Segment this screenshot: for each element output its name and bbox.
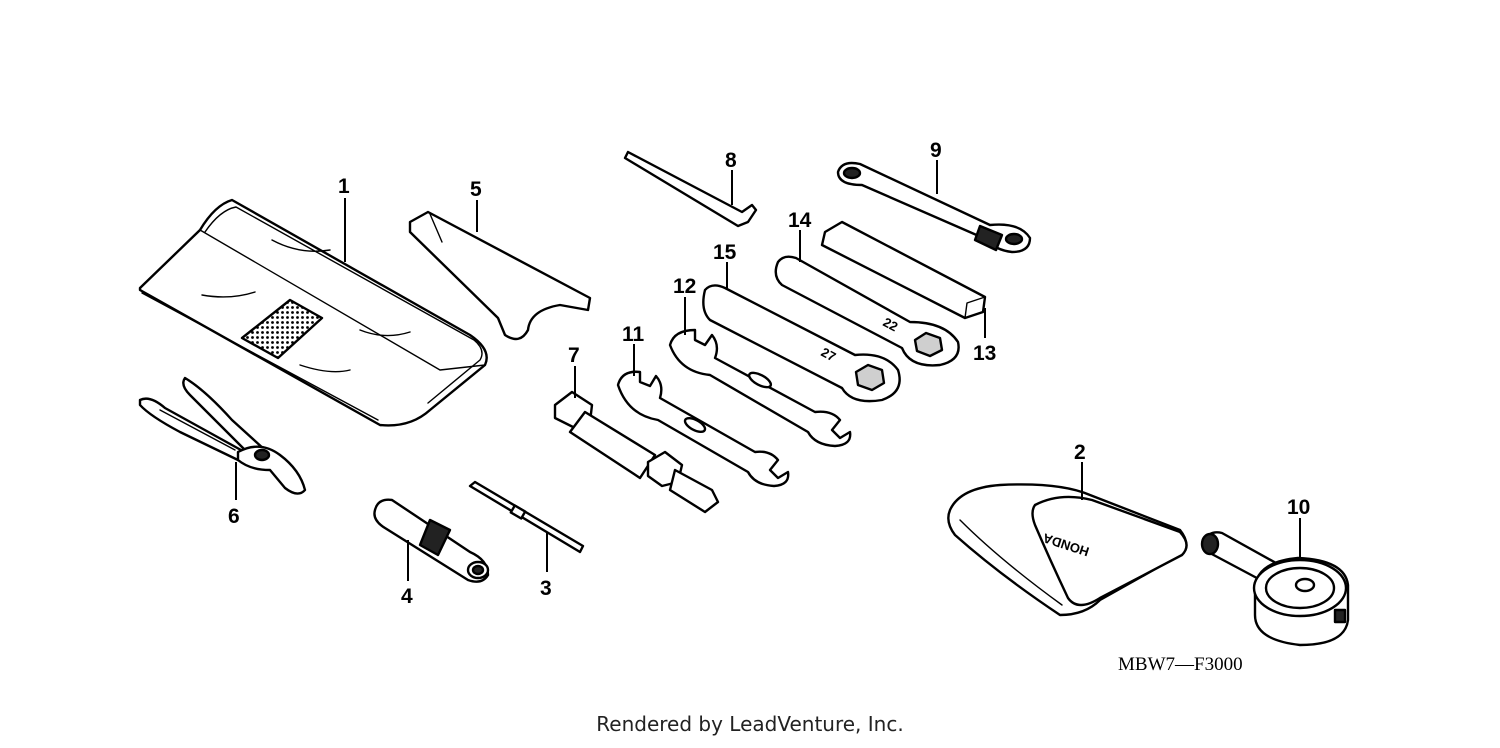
open-wrench-10x14[interactable] (668, 328, 852, 448)
pressure-gauge[interactable] (1200, 531, 1350, 647)
pliers[interactable] (138, 376, 307, 495)
hex-key[interactable] (623, 150, 758, 228)
leader-lines (235, 160, 1301, 581)
callout-10: 10 (1287, 496, 1310, 519)
callout-7: 7 (568, 344, 580, 367)
callout-11: 11 (622, 323, 645, 346)
box-wrench-22[interactable]: 22 (774, 255, 960, 367)
callout-14: 14 (788, 209, 812, 232)
ring-spanner[interactable] (836, 161, 1032, 254)
callout-15: 15 (713, 241, 737, 264)
callout-8: 8 (725, 149, 737, 172)
callout-13: 13 (973, 342, 996, 365)
tool-case[interactable]: HONDA (947, 483, 1188, 617)
screwdriver-blade[interactable] (468, 480, 585, 554)
callout-3: 3 (540, 577, 552, 600)
flat-plate[interactable] (820, 220, 987, 320)
callout-6: 6 (228, 505, 240, 528)
callout-9: 9 (930, 139, 942, 162)
callout-labels: 1 2 3 4 5 6 7 8 9 10 11 12 13 14 15 (228, 139, 1310, 608)
callout-5: 5 (470, 178, 482, 201)
callout-4: 4 (401, 585, 413, 608)
svg-text:27: 27 (819, 344, 839, 364)
flat-spanner[interactable] (408, 210, 592, 341)
callout-2: 2 (1074, 441, 1086, 464)
screwdriver-handle[interactable] (373, 498, 490, 583)
tool-bag[interactable] (138, 198, 488, 427)
diagram-code: MBW7—F3000 (1118, 654, 1243, 675)
footer-credit: Rendered by LeadVenture, Inc. (596, 712, 904, 736)
open-wrench-8x12[interactable] (616, 370, 790, 488)
spark-plug-wrench[interactable] (553, 390, 720, 514)
callout-12: 12 (673, 275, 696, 298)
box-wrench-27[interactable]: 27 (702, 284, 901, 403)
callout-1: 1 (338, 175, 350, 198)
svg-text:22: 22 (881, 314, 901, 334)
